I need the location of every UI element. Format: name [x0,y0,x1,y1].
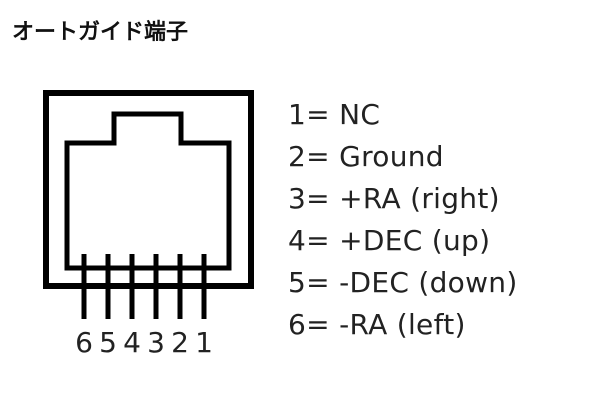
page-title: オートガイド端子 [12,20,189,45]
pin-assignment-list: 1= NC 2= Ground 3= +RA (right) 4= +DEC (… [288,94,518,346]
pin-assignment: 6= -RA (left) [288,308,466,341]
pin-number: 5 [99,326,117,359]
pin-number: 4 [123,326,141,359]
pin-number: 1 [195,326,213,359]
pin-assignment: 3= +RA (right) [288,182,500,215]
pin-assignment: 4= +DEC (up) [288,224,491,257]
pin-assignment: 5= -DEC (down) [288,266,518,299]
pin-number-row: 6 5 4 3 2 1 [71,326,216,360]
pin-number: 6 [75,326,93,359]
connector-outer-frame [43,90,254,289]
pin-assignment: 1= NC [288,98,381,131]
pin-number: 2 [171,326,189,359]
connector-inner-cavity [64,111,232,271]
pin-number: 3 [147,326,165,359]
pin-assignment: 2= Ground [288,140,444,173]
connector-pins [81,254,207,319]
